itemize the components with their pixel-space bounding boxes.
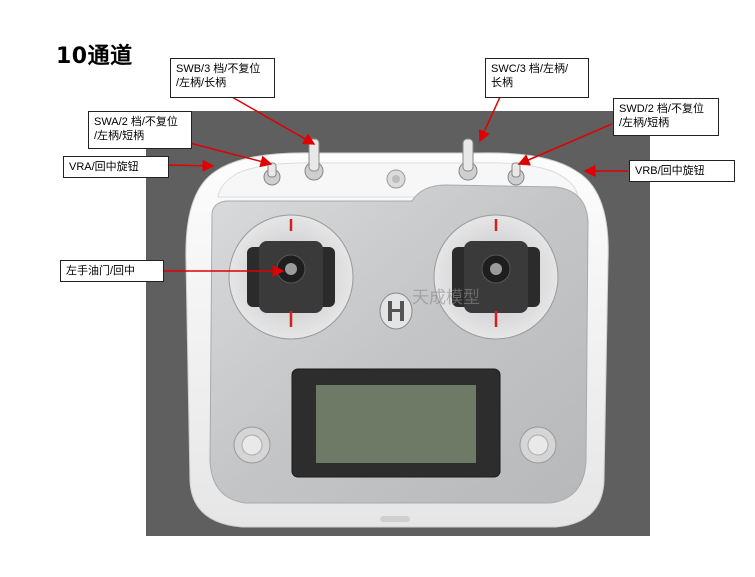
arrow-vra — [167, 159, 215, 172]
swd-switch — [507, 162, 525, 186]
arrow-swd — [517, 123, 613, 166]
swb-switch — [304, 138, 324, 181]
center-logo — [379, 292, 413, 330]
watermark: 天成模型 — [412, 288, 480, 308]
arrow-swc — [478, 96, 501, 143]
label-throttle: 左手油门/回中 — [60, 260, 164, 282]
label-swa: SWA/2 档/不复位 /左柄/短柄 — [88, 111, 192, 149]
left-gimbal — [228, 214, 354, 340]
transmitter-illustration: 天成模型 — [185, 138, 609, 528]
swc-switch — [458, 138, 478, 181]
arrow-swb — [231, 96, 316, 145]
left-button — [233, 426, 271, 464]
right-button — [519, 426, 557, 464]
right-gimbal — [433, 214, 559, 340]
label-vra: VRA/回中旋钮 — [63, 156, 169, 178]
label-swd: SWD/2 档/不复位 /左柄/短柄 — [613, 98, 719, 136]
arrow-swa — [177, 139, 273, 168]
label-swb: SWB/3 档/不复位 /左柄/长柄 — [170, 58, 275, 98]
label-vrb: VRB/回中旋钮 — [629, 160, 735, 182]
lcd-screen — [316, 385, 476, 463]
transmitter-photo: 天成模型 — [146, 111, 650, 536]
label-swc: SWC/3 档/左柄/ 长柄 — [485, 58, 589, 98]
page-title: 10通道 — [56, 44, 133, 69]
